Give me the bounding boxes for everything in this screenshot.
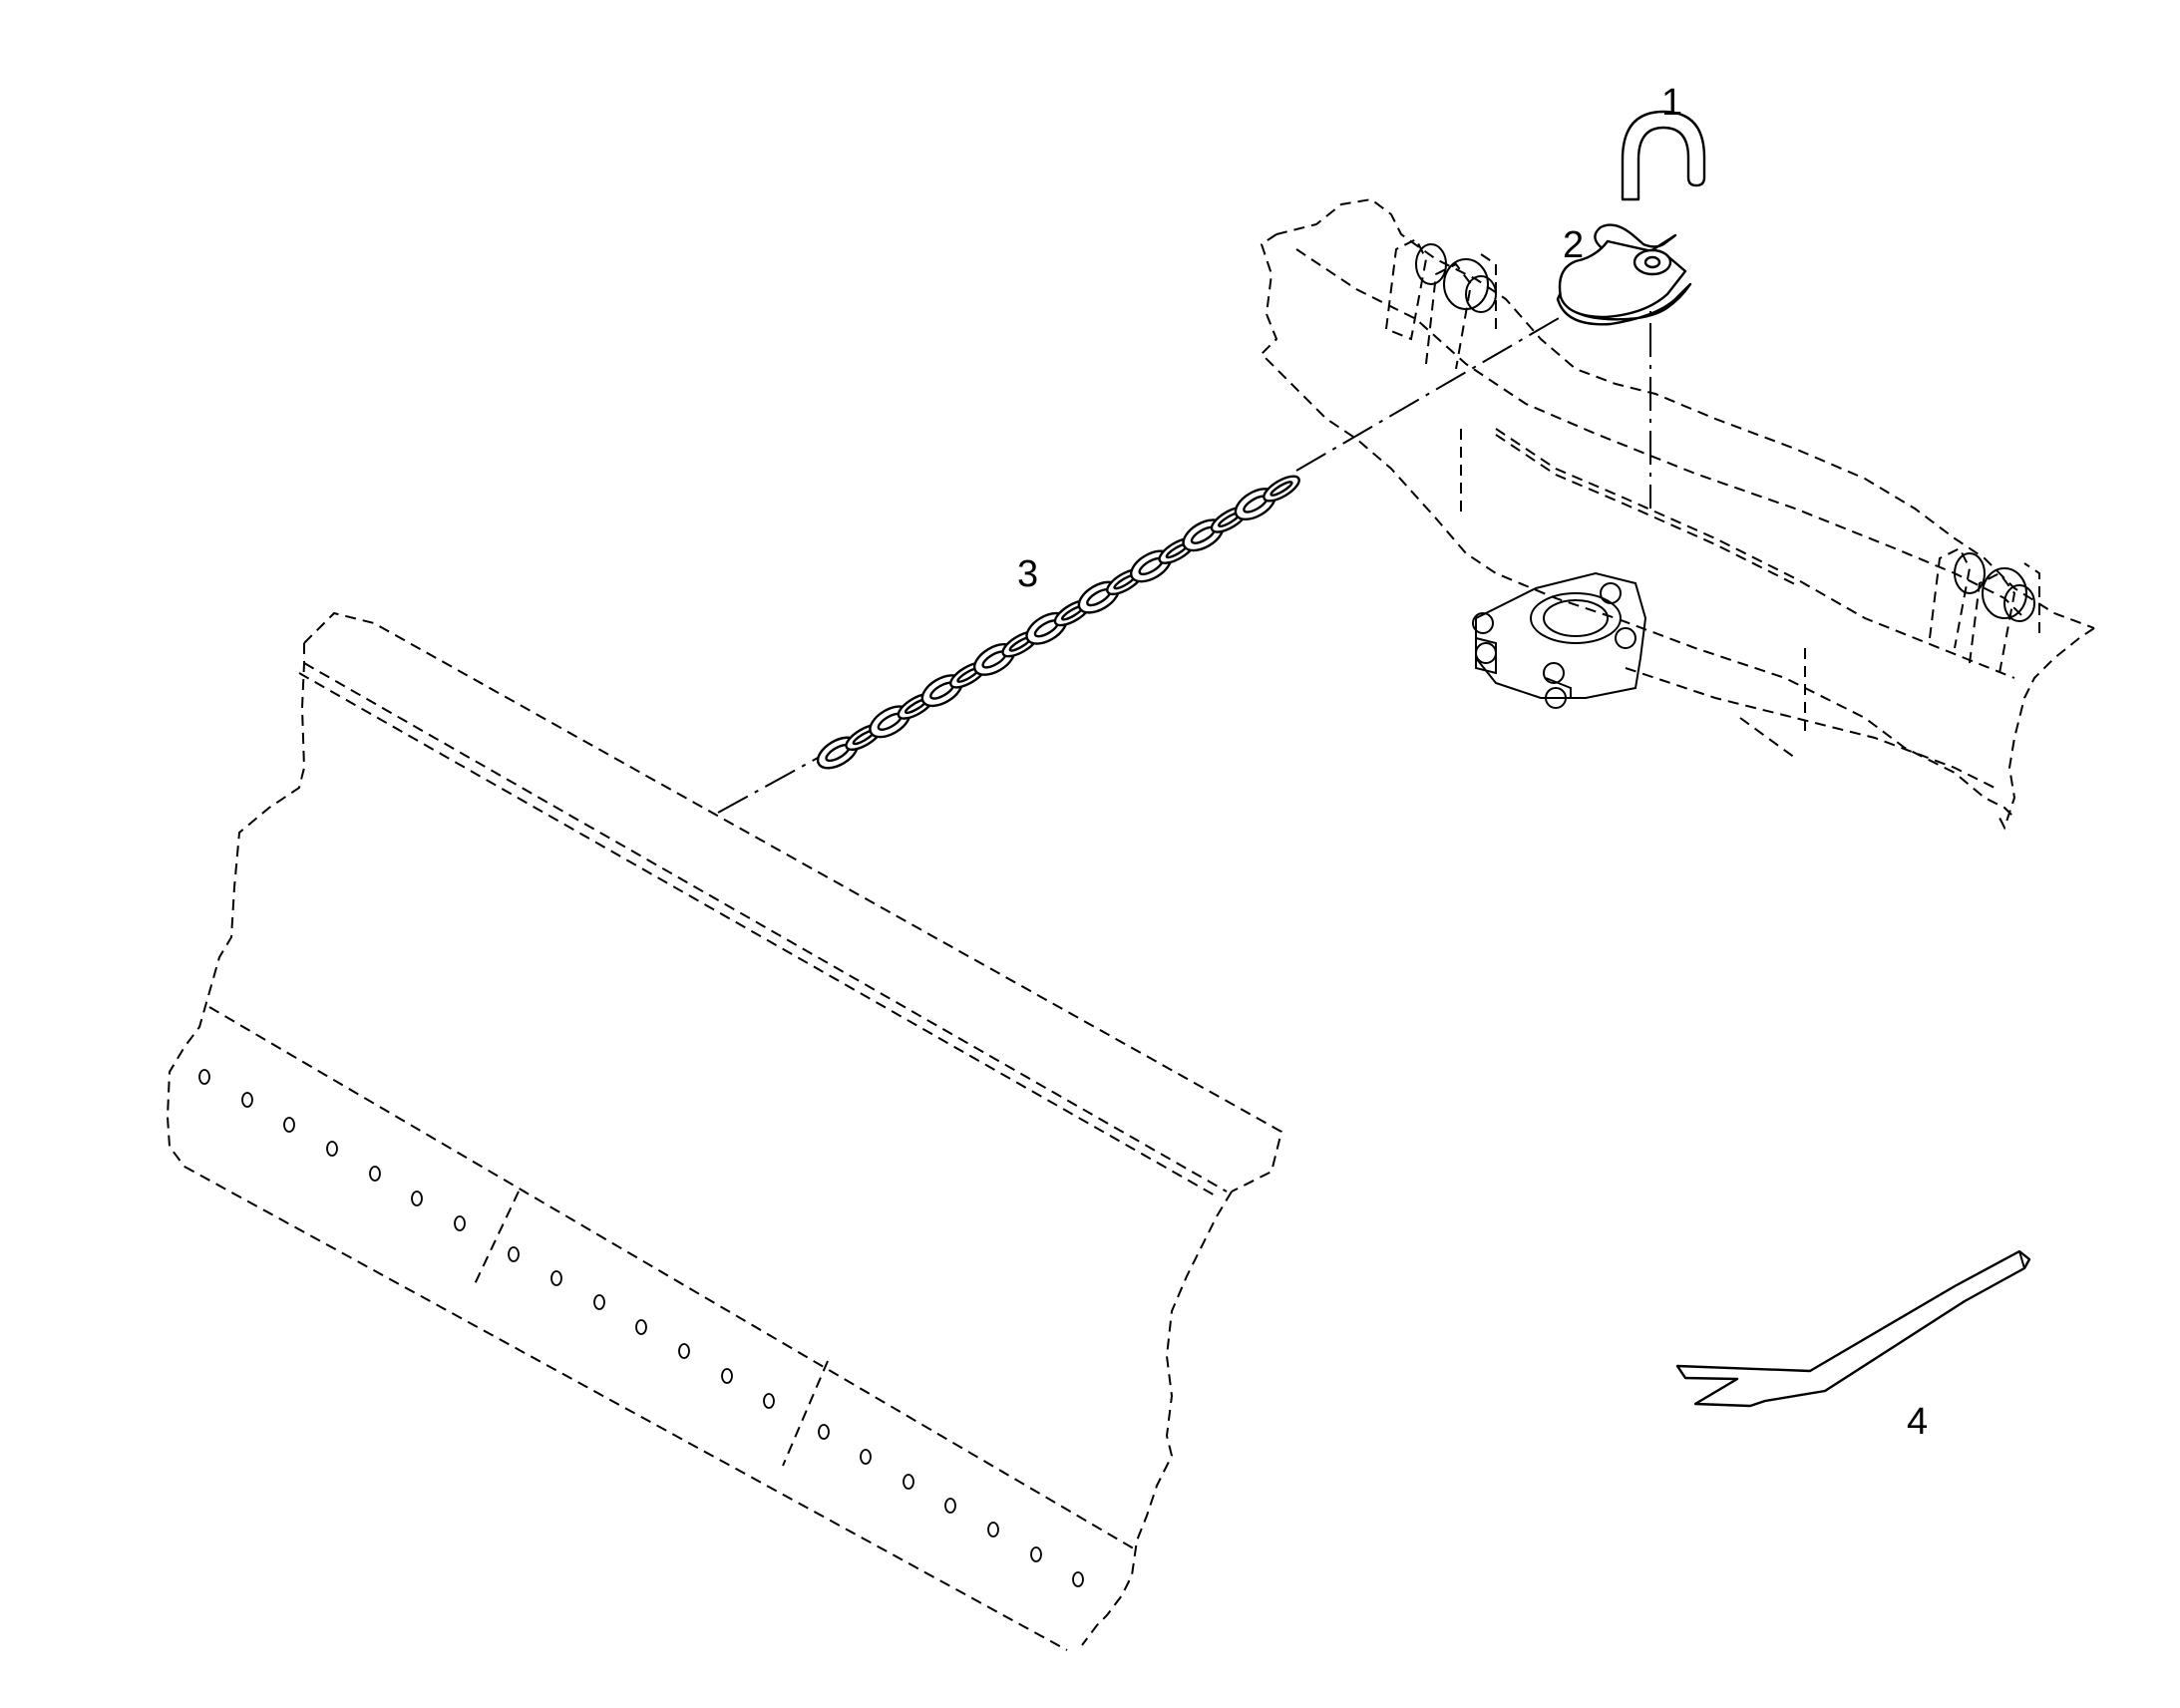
chain[interactable]	[813, 472, 1302, 775]
blade-bolt-holes	[198, 1069, 1084, 1587]
assembly-centerlines	[717, 269, 1651, 814]
chain-link	[1263, 475, 1300, 503]
hook[interactable]	[1556, 223, 1692, 326]
callout-3: 3	[1017, 553, 1038, 595]
frame-lug-right	[1929, 546, 2040, 674]
dozer-blade	[166, 611, 1283, 1651]
carrier-frame	[1260, 197, 2095, 831]
hook-pin[interactable]	[1621, 110, 1706, 201]
callout-4: 4	[1907, 1401, 1928, 1443]
callout-2: 2	[1563, 224, 1584, 266]
callout-1: 1	[1661, 82, 1682, 124]
wedge-tool[interactable]	[1675, 1249, 2031, 1408]
frame-clamp	[1472, 571, 1647, 709]
frame-lug-left	[1384, 237, 1497, 370]
